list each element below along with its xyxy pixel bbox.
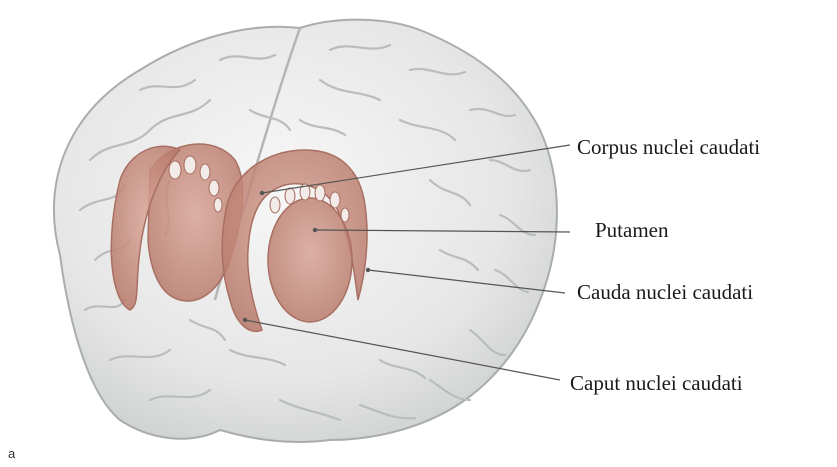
label-caput-nuclei-caudati: Caput nuclei caudati bbox=[570, 373, 743, 394]
putamen-shape bbox=[268, 198, 352, 322]
label-putamen: Putamen bbox=[595, 220, 669, 241]
figure-letter: a bbox=[8, 446, 15, 461]
label-cauda-nuclei-caudati: Cauda nuclei caudati bbox=[577, 282, 753, 303]
label-corpus-nuclei-caudati: Corpus nuclei caudati bbox=[577, 137, 760, 158]
